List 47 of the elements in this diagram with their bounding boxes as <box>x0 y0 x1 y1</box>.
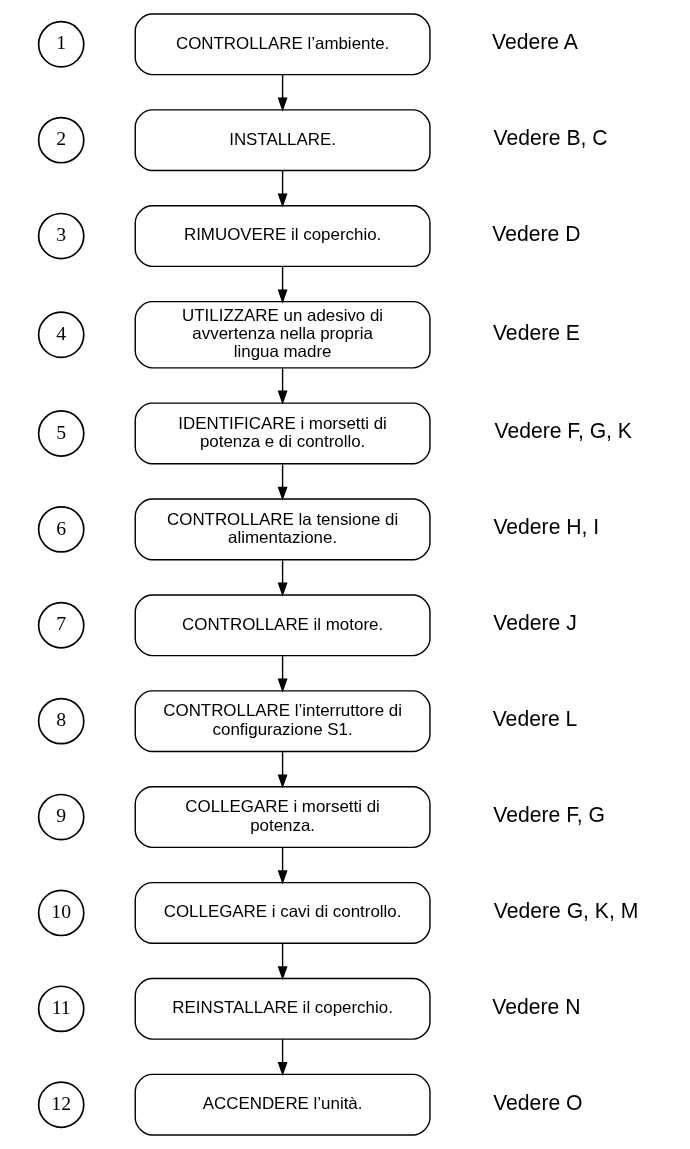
node-circle: 4 <box>37 311 85 359</box>
node-label: Vedere F, G <box>493 802 605 826</box>
node-circle: 10 <box>37 889 85 937</box>
node-circle: 11 <box>37 985 85 1033</box>
node-box: ACCENDERE l’unità. <box>134 1073 431 1136</box>
node-label: Vedere D <box>492 221 581 245</box>
arrow <box>277 367 288 405</box>
node-circle: 9 <box>37 793 85 841</box>
node-circle: 5 <box>37 410 85 457</box>
node-box: INSTALLARE. <box>134 109 431 172</box>
node-box: COLLEGARE i cavi di controllo. <box>134 881 431 944</box>
node-label: Vedere J <box>493 611 577 635</box>
node-box: COLLEGARE i morsetti di potenza. <box>134 786 431 849</box>
node-box: CONTROLLARE l’interruttore di configurazione S1. <box>134 690 431 753</box>
node-circle: 3 <box>37 212 85 260</box>
node-circle: 1 <box>37 20 85 68</box>
node-label: Vedere O <box>493 1090 583 1114</box>
node-box: CONTROLLARE il motore. <box>134 594 431 657</box>
node-box: UTILIZZARE un adesivo di avvertenza nella propria lingua madre <box>134 300 431 369</box>
arrow <box>277 559 288 597</box>
node-label: Vedere H, I <box>493 515 600 539</box>
node-label: Vedere N <box>492 994 581 1018</box>
node-label: Vedere B, C <box>493 126 608 150</box>
node-label: Vedere F, G, K <box>494 419 632 443</box>
arrow <box>277 266 288 304</box>
node-circle: 7 <box>37 601 85 649</box>
arrow <box>277 1038 288 1077</box>
arrow <box>277 846 288 885</box>
node-box: CONTROLLARE l’ambiente. <box>134 13 431 76</box>
arrow <box>277 750 288 789</box>
node-box: REINSTALLARE il coperchio. <box>134 977 431 1040</box>
arrow <box>277 463 288 501</box>
arrow <box>277 169 288 208</box>
node-circle: 2 <box>37 116 85 164</box>
node-box: IDENTIFICARE i morsetti di potenza e di controllo. <box>134 402 431 465</box>
node-circle: 12 <box>37 1081 85 1129</box>
node-label: Vedere L <box>492 707 578 731</box>
node-box: CONTROLLARE la tensione di alimentazione. <box>134 498 431 561</box>
node-circle: 6 <box>37 505 85 553</box>
arrow <box>277 73 288 112</box>
node-box: RIMUOVERE il coperchio. <box>134 205 431 268</box>
arrow <box>277 942 288 981</box>
node-circle: 8 <box>37 697 85 745</box>
node-label: Vedere A <box>492 30 578 54</box>
node-label: Vedere E <box>492 320 580 344</box>
arrow <box>277 654 288 693</box>
node-label: Vedere G, K, M <box>493 898 639 922</box>
